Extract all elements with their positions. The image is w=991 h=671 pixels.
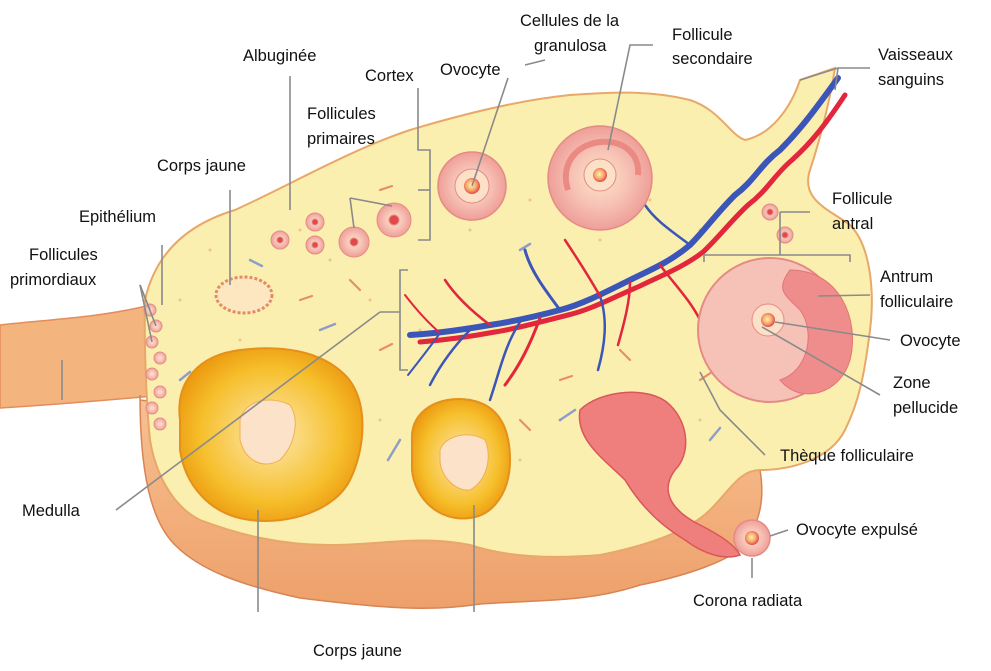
label-ovocyte-right: Ovocyte bbox=[900, 332, 961, 350]
label-zone-2: pellucide bbox=[893, 399, 958, 417]
label-vaisseaux-1: Vaisseaux bbox=[878, 46, 954, 64]
label-theque: Thèque folliculaire bbox=[780, 447, 914, 465]
label-follicules-primaires-1: Follicules bbox=[307, 105, 376, 123]
label-corona: Corona radiata bbox=[693, 592, 803, 610]
label-medulla: Medulla bbox=[22, 502, 81, 520]
label-follicule-antral-2: antral bbox=[832, 215, 873, 233]
corpus-luteum-top bbox=[216, 277, 272, 313]
label-follicule-antral-1: Follicule bbox=[832, 190, 893, 208]
label-follicule-secondaire-1: Follicule bbox=[672, 26, 733, 44]
label-antrum-2: folliculaire bbox=[880, 293, 953, 311]
label-granulosa-2: granulosa bbox=[534, 37, 607, 55]
label-albuginee: Albuginée bbox=[243, 47, 316, 65]
label-follicule-secondaire-2: secondaire bbox=[672, 50, 753, 68]
label-antrum-1: Antrum bbox=[880, 268, 933, 286]
label-follicules-primordiaux-1: Follicules bbox=[29, 246, 98, 264]
secondary-follicle bbox=[548, 126, 652, 230]
label-follicules-primordiaux-2: primordiaux bbox=[10, 271, 97, 289]
label-cortex: Cortex bbox=[365, 67, 414, 85]
ovarian-ligament bbox=[0, 305, 165, 408]
label-corps-jaune-top: Corps jaune bbox=[157, 157, 246, 175]
corpus-luteum-middle bbox=[412, 399, 510, 518]
label-ovocyte-top: Ovocyte bbox=[440, 61, 501, 79]
expelled-oocyte bbox=[734, 520, 770, 556]
label-epithelium: Epithélium bbox=[79, 208, 156, 226]
label-granulosa-1: Cellules de la bbox=[520, 12, 620, 30]
label-ovocyte-expulse: Ovocyte expulsé bbox=[796, 521, 918, 539]
label-follicules-primaires-2: primaires bbox=[307, 130, 375, 148]
label-zone-1: Zone bbox=[893, 374, 931, 392]
corpus-luteum-large bbox=[179, 348, 362, 521]
label-corps-jaune-bottom: Corps jaune bbox=[313, 642, 402, 660]
label-vaisseaux-2: sanguins bbox=[878, 71, 944, 89]
